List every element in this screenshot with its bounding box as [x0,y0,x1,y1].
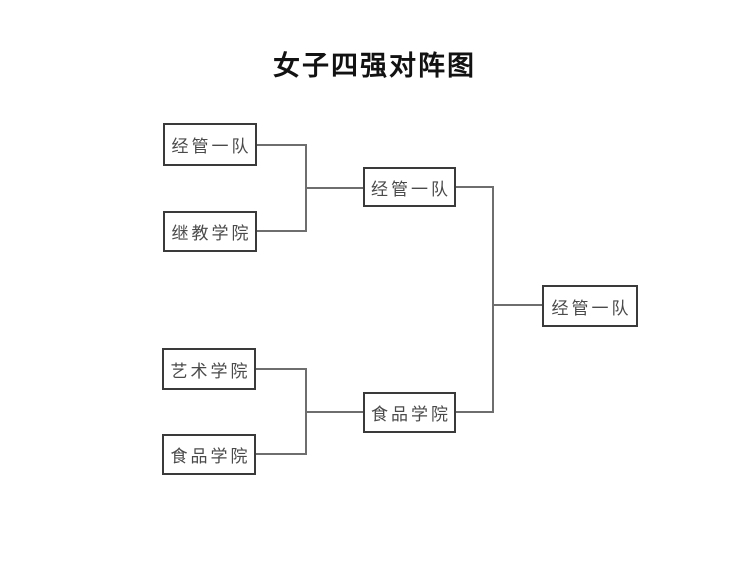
quarterfinal-team-1-box: 经管一队 [163,123,257,166]
connector-line [305,368,307,455]
team-label: 食品学院 [371,405,451,424]
connector-line [307,187,363,189]
quarterfinal-team-3-box: 艺术学院 [162,348,256,390]
page-title: 女子四强对阵图 [273,51,476,81]
quarterfinal-team-4-box: 食品学院 [162,434,256,475]
connector-line [492,186,494,413]
connector-line [456,186,494,188]
team-label: 经管一队 [371,179,451,199]
champion-box: 经管一队 [542,285,638,327]
semifinal-winner-top-box: 经管一队 [363,167,456,207]
connector-line [305,144,307,232]
semifinal-winner-bottom-box: 食品学院 [363,392,456,433]
quarterfinal-team-2-box: 继教学院 [163,211,257,252]
team-label: 艺术学院 [170,361,251,381]
team-label: 继教学院 [171,224,252,243]
team-label: 经管一队 [171,137,252,156]
connector-line [307,411,363,413]
connector-line [256,368,307,370]
team-label: 经管一队 [551,298,632,318]
connector-line [456,411,494,413]
connector-line [257,230,307,232]
connector-line [256,453,307,455]
team-label: 食品学院 [170,447,251,466]
connector-line [257,144,307,146]
connector-line [494,304,542,306]
